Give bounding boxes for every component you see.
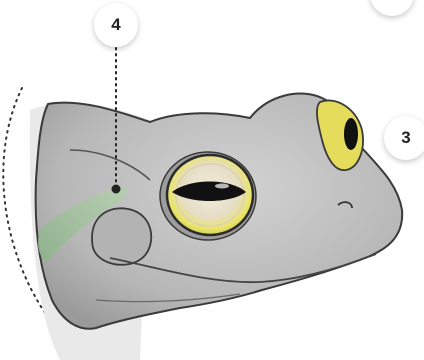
callout-3-badge[interactable]: 3 — [384, 116, 424, 160]
callout-3-label: 3 — [401, 128, 410, 148]
eye-highlight — [215, 184, 229, 189]
leader-dot-4 — [112, 185, 121, 194]
far-eye-pupil — [344, 118, 358, 150]
tympanum — [92, 208, 151, 264]
callout-4-label: 4 — [111, 15, 120, 35]
callout-4-badge[interactable]: 4 — [94, 3, 138, 47]
